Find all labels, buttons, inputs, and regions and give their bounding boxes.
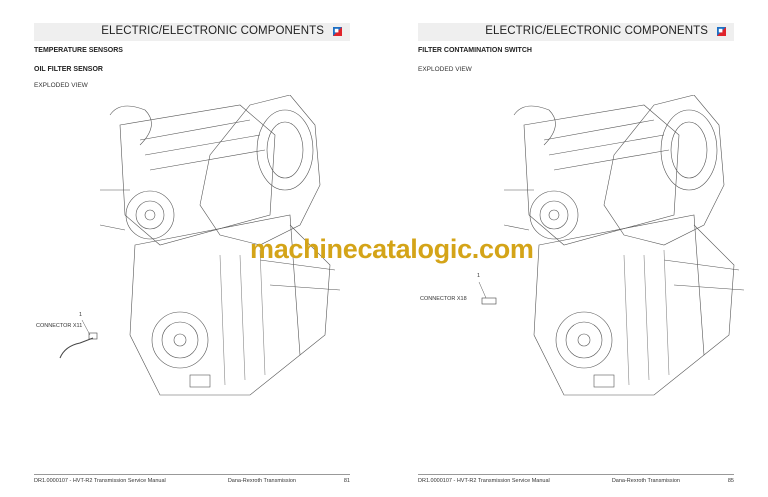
heading-filter-contamination-switch: FILTER CONTAMINATION SWITCH — [418, 47, 532, 54]
footer-company: Dana-Rexroth Transmission — [611, 478, 680, 484]
callout-label: CONNECTOR X11 — [36, 323, 83, 329]
left-page: ELECTRIC/ELECTRONIC COMPONENTS TEMPERATU… — [34, 23, 350, 484]
heading-oil-filter-sensor: OIL FILTER SENSOR — [34, 66, 103, 73]
section-header-title: ELECTRIC/ELECTRONIC COMPONENTS — [485, 25, 708, 37]
footer-document-title: DR1.0000107 - HVT-R2 Transmission Servic… — [34, 478, 166, 484]
transmission-exploded-drawing — [504, 95, 745, 396]
footer-document-title: DR1.0000107 - HVT-R2 Transmission Servic… — [418, 478, 550, 484]
callout-label: CONNECTOR X18 — [420, 296, 467, 302]
section-header: ELECTRIC/ELECTRONIC COMPONENTS — [34, 23, 350, 41]
page-number: 81 — [343, 478, 350, 484]
callout-number: 1 — [79, 312, 83, 318]
subheading-exploded-view: EXPLODED VIEW — [34, 82, 88, 89]
section-header: ELECTRIC/ELECTRONIC COMPONENTS — [418, 23, 734, 41]
watermark: machinecatalogic.com — [250, 234, 534, 264]
brand-logo-icon — [717, 27, 726, 36]
page-number: 85 — [727, 478, 734, 484]
connector-switch-drawing — [478, 281, 497, 305]
page-footer: DR1.0000107 - HVT-R2 Transmission Servic… — [418, 474, 734, 484]
connector-sensor-drawing — [59, 319, 98, 359]
page-footer: DR1.0000107 - HVT-R2 Transmission Servic… — [34, 474, 350, 484]
subheading-exploded-view: EXPLODED VIEW — [418, 66, 472, 73]
section-header-title: ELECTRIC/ELECTRONIC COMPONENTS — [101, 25, 324, 37]
right-page: ELECTRIC/ELECTRONIC COMPONENTS FILTER CO… — [384, 0, 768, 497]
callout-number: 1 — [477, 273, 481, 279]
heading-temperature-sensors: TEMPERATURE SENSORS — [34, 47, 123, 54]
footer-company: Dana-Rexroth Transmission — [227, 478, 296, 484]
brand-logo-icon — [333, 27, 342, 36]
